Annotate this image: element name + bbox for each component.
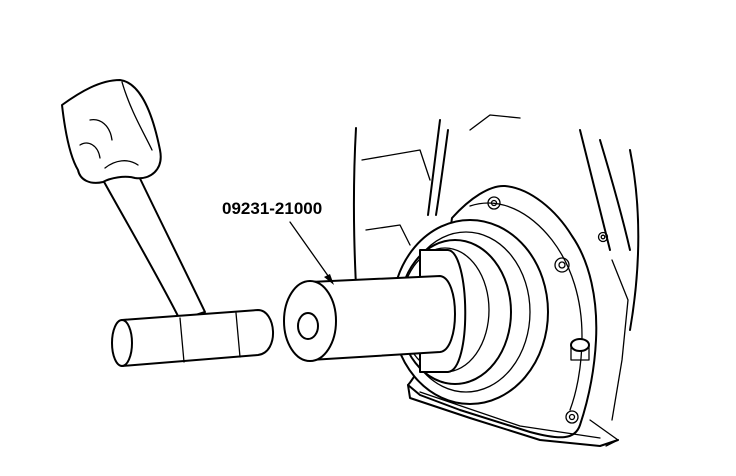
engine-housing	[352, 114, 640, 447]
driver-handle	[102, 169, 274, 367]
part-number-label: 09231-21000	[222, 199, 322, 218]
callout: 09231-21000	[222, 199, 334, 285]
leader-line	[289, 221, 332, 281]
hand	[61, 79, 162, 184]
leader-arrowhead	[324, 274, 334, 285]
seal-installer-tool	[283, 249, 467, 373]
